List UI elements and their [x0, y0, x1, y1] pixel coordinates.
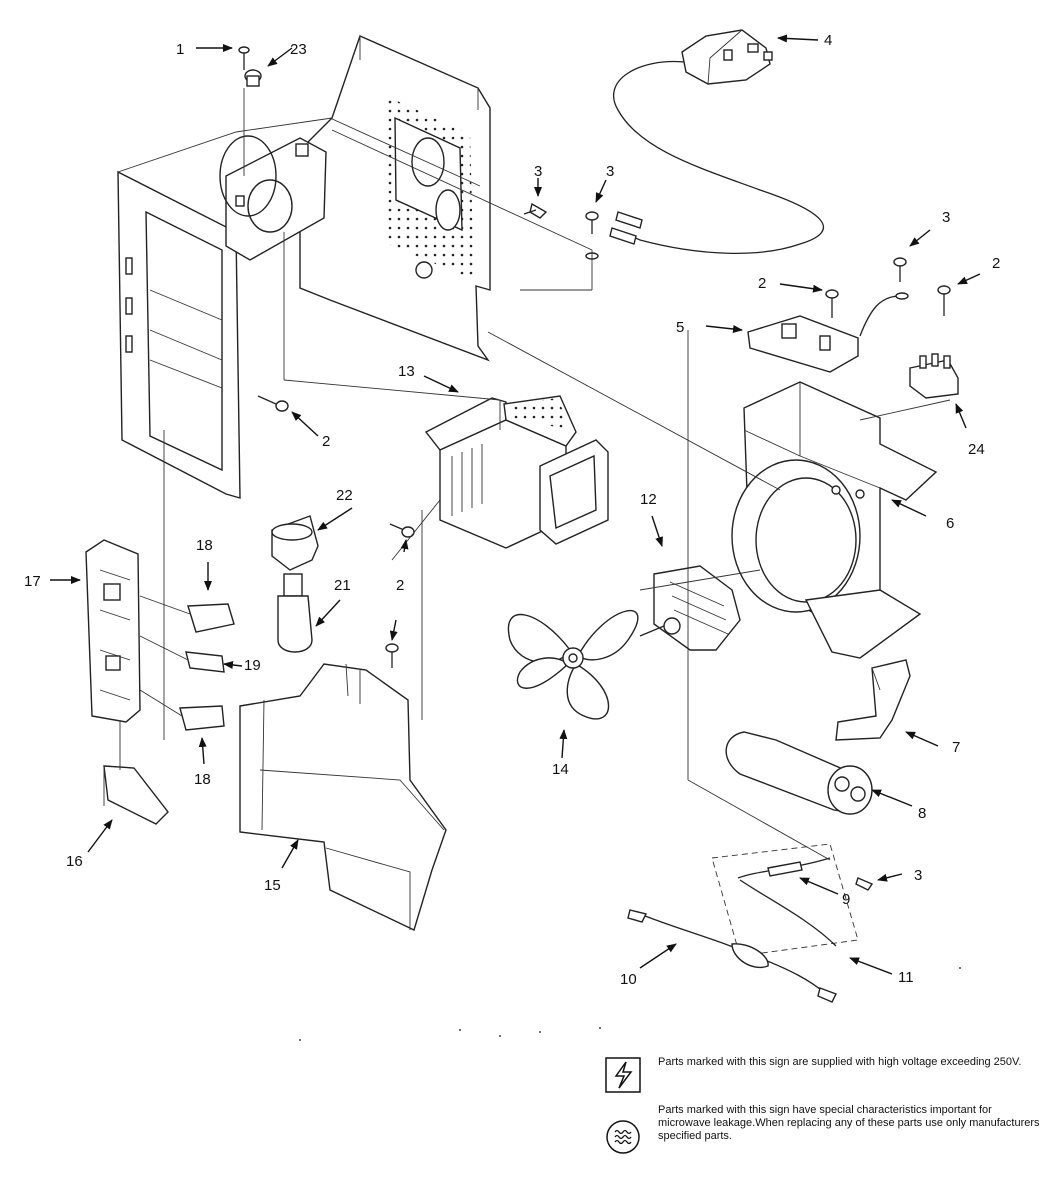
lamp-socket-part-22	[271, 515, 319, 571]
screw-part-2-a	[257, 395, 289, 412]
label-part-19: 19	[244, 657, 261, 674]
screw-part-3-e	[385, 643, 399, 668]
screw-part-3-c	[859, 257, 909, 337]
label-part-10: 10	[620, 971, 637, 988]
label-part-6: 6	[946, 515, 954, 532]
legend: Parts marked with this sign are supplied…	[604, 1056, 1044, 1166]
label-part-2-a: 2	[322, 433, 330, 450]
label-part-9: 9	[842, 891, 850, 908]
turntable-motor-bracket	[219, 135, 327, 261]
oven-lamp-part-21	[277, 573, 313, 653]
label-part-18-a: 18	[196, 537, 213, 554]
power-cord-part-4	[609, 29, 824, 255]
screw-part-2-d	[389, 523, 415, 538]
hv-fuse-part-10	[627, 909, 837, 1003]
label-part-14: 14	[552, 761, 569, 778]
label-part-8: 8	[918, 805, 926, 822]
label-part-22: 22	[336, 487, 353, 504]
switch-part-19	[185, 651, 225, 673]
relay-part-24	[909, 353, 959, 399]
callout-arrows	[50, 34, 981, 975]
switch-part-18-b	[179, 705, 225, 731]
label-part-2-d: 2	[396, 577, 404, 594]
screw-part-3-a	[523, 202, 548, 219]
label-part-3-b: 3	[606, 163, 614, 180]
legend-text-microwave: Parts marked with this sign have special…	[658, 1104, 1040, 1142]
label-part-15: 15	[264, 877, 281, 894]
label-part-5: 5	[676, 319, 684, 336]
chassis-back-panel	[299, 35, 491, 362]
turntable-motor-part-23	[244, 69, 262, 87]
terminal-board-part-5	[747, 315, 859, 373]
switch-part-18-a	[187, 603, 235, 633]
air-guide-part-15	[239, 663, 447, 931]
fan-duct-part-6	[731, 381, 938, 659]
legend-row-microwave: Parts marked with this sign have special…	[604, 1104, 1044, 1156]
label-part-21: 21	[334, 577, 351, 594]
screw-part-2-c	[937, 285, 951, 316]
label-part-18-b: 18	[194, 771, 211, 788]
label-part-24: 24	[968, 441, 985, 458]
latch-housing-part-17	[85, 539, 141, 723]
fan-motor-part-12	[639, 565, 741, 651]
capacitor-bracket-part-7	[835, 659, 911, 741]
legend-row-high-voltage: Parts marked with this sign are supplied…	[604, 1056, 1044, 1094]
assembly-guide-lines	[119, 129, 951, 861]
label-part-23: 23	[290, 41, 307, 58]
label-part-11: 11	[898, 969, 914, 986]
label-part-4: 4	[824, 32, 832, 49]
label-part-12: 12	[640, 491, 657, 508]
label-part-2-b: 2	[758, 275, 766, 292]
label-part-3-c: 3	[942, 209, 950, 226]
magnetron-part-13	[424, 395, 609, 549]
screw-part-1	[238, 46, 250, 70]
microwave-wave-icon	[606, 1120, 640, 1154]
label-part-3-d: 3	[914, 867, 922, 884]
fan-blade-part-14	[507, 609, 639, 720]
label-part-1: 1	[176, 41, 184, 58]
part-labels: 1 23 4 3 3 3 2 2 5 2 13 24 6 22 12 18 17…	[24, 32, 1000, 988]
label-part-3-a: 3	[534, 163, 542, 180]
label-part-16: 16	[66, 853, 83, 870]
hv-diode-part-9	[711, 843, 859, 957]
capacitor-part-8	[725, 731, 873, 815]
screw-part-3-d	[855, 877, 874, 891]
label-part-13: 13	[398, 363, 415, 380]
screw-part-2-b	[825, 289, 839, 318]
lightning-bolt-icon	[605, 1057, 641, 1093]
legend-text-high-voltage: Parts marked with this sign are supplied…	[658, 1056, 1022, 1068]
left-side-frame	[117, 117, 333, 499]
label-part-2-c: 2	[992, 255, 1000, 272]
label-part-17: 17	[24, 573, 41, 590]
latch-lever-part-16	[103, 765, 169, 825]
scan-specks	[299, 967, 961, 1041]
label-part-7: 7	[952, 739, 960, 756]
